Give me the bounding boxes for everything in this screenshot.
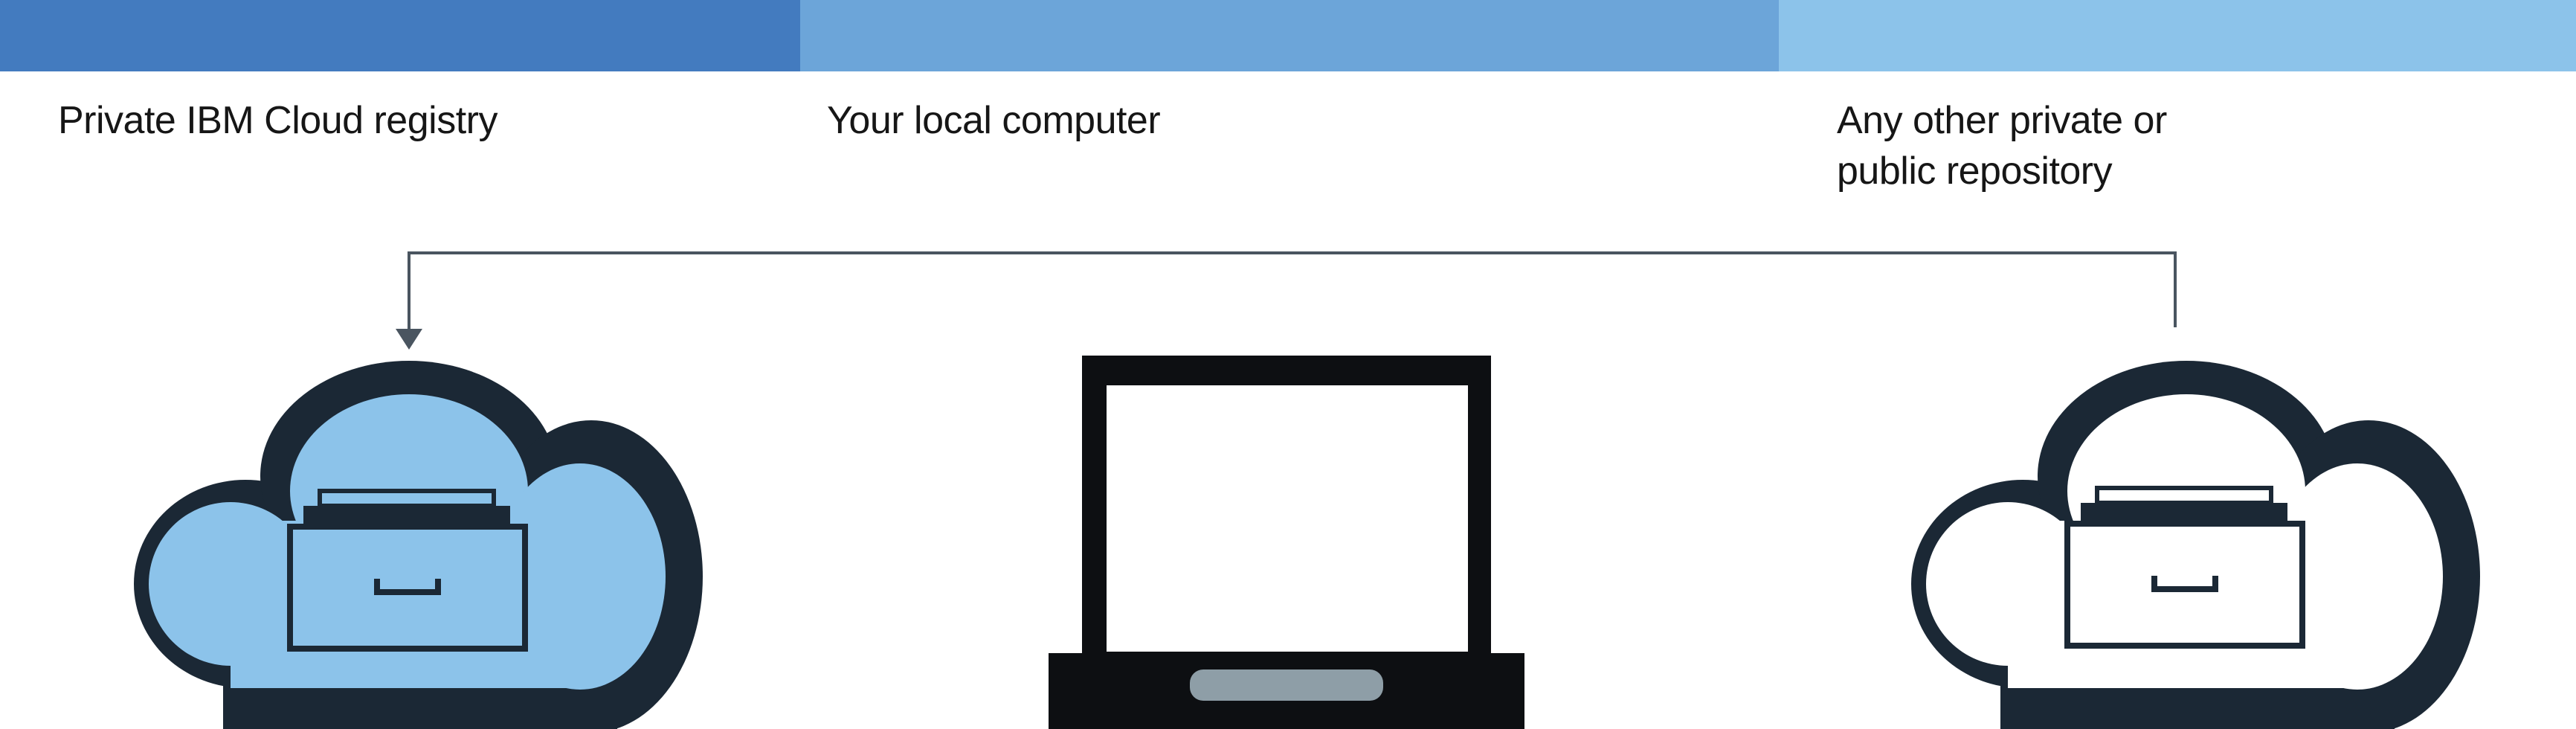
connector-arrow: [396, 251, 2177, 350]
connector-line: [408, 251, 2177, 329]
private-registry-cloud-icon: [134, 361, 703, 729]
band-other-repository: [1779, 0, 2576, 71]
band-local-computer: [800, 0, 1779, 71]
private-cloud-shape: [134, 361, 703, 729]
trackpad: [1190, 669, 1383, 701]
other-cloud-shape: [1911, 361, 2480, 729]
label-private-registry: Private IBM Cloud registry: [58, 99, 498, 142]
private-drawer-icon: [287, 489, 528, 652]
band-private-registry: [0, 0, 800, 71]
label-other-repository: Any other private or public repository: [1837, 99, 2167, 193]
other-drawer-icon: [2064, 486, 2305, 649]
other-repository-cloud-icon: [1911, 361, 2480, 729]
arrowhead: [396, 329, 422, 350]
laptop-icon: [1049, 356, 1524, 729]
label-local-computer: Your local computer: [827, 99, 1161, 142]
